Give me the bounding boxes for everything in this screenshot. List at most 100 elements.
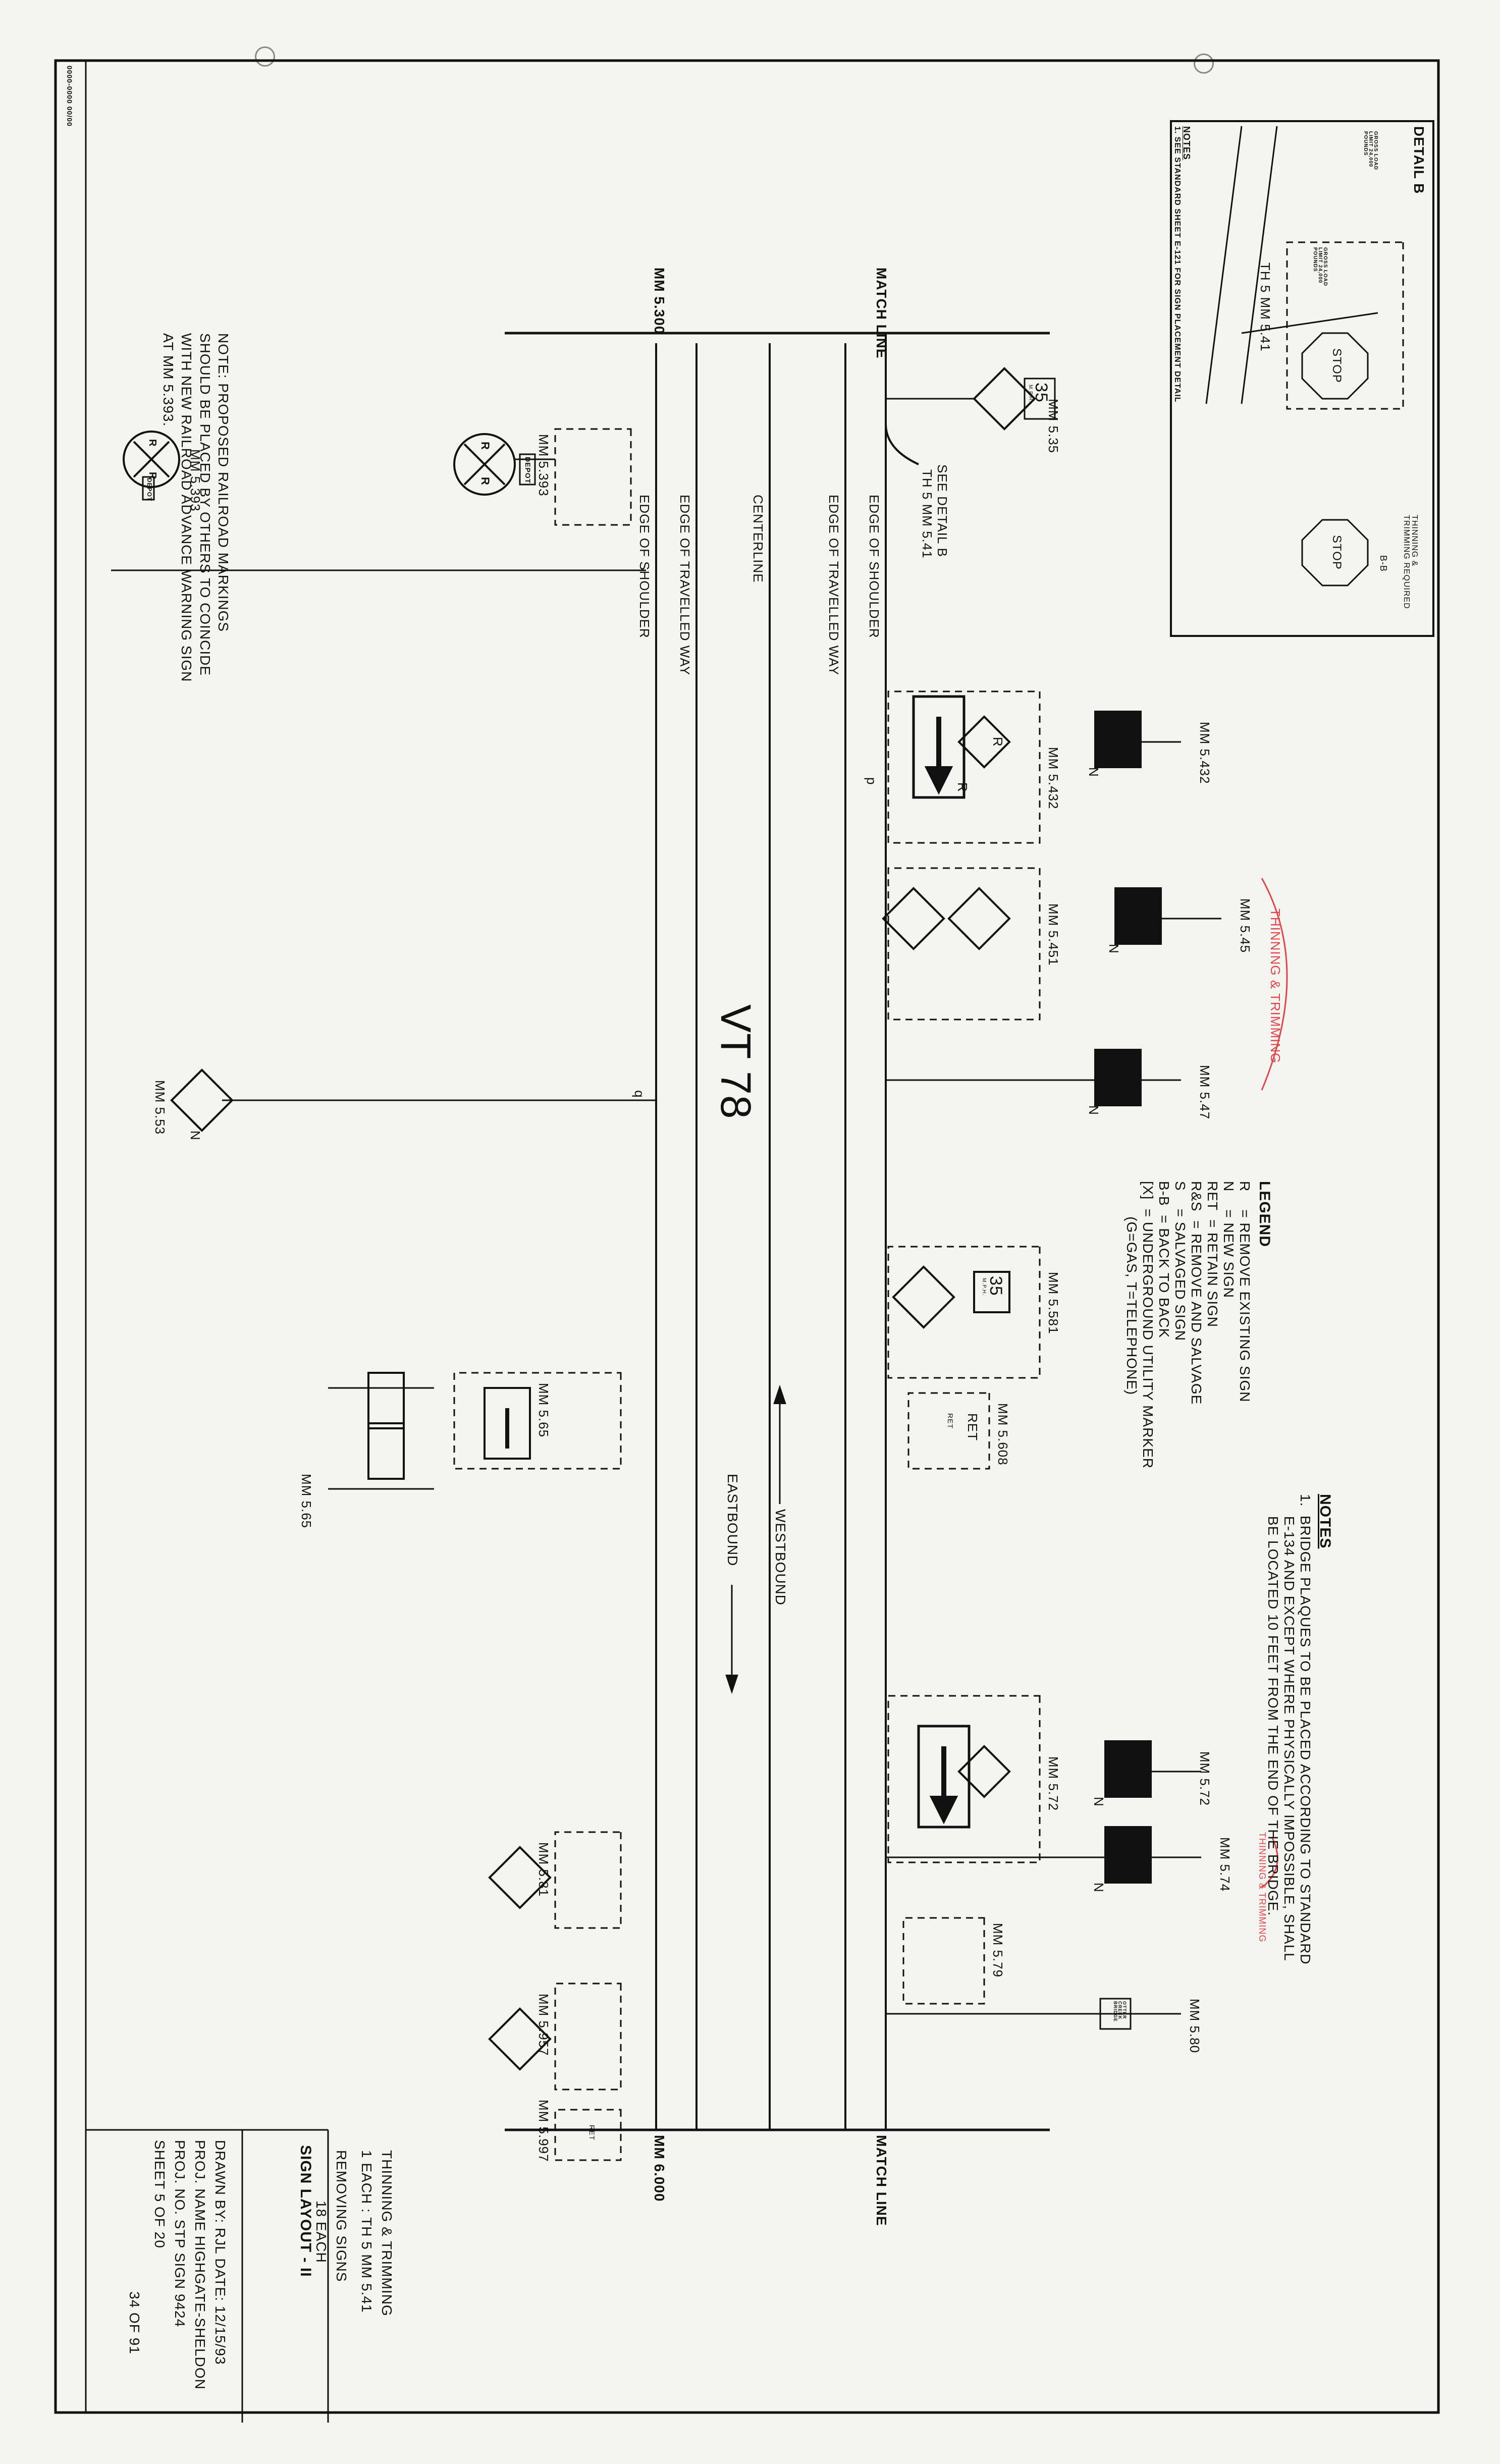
retain-plaque: RET: [588, 2125, 596, 2140]
detail-b-notes-title: NOTES: [1182, 126, 1192, 160]
mm-label-eb: MM 5.72: [1046, 1756, 1061, 1811]
depot-plaque: DEPOT: [524, 457, 532, 484]
code-q: q: [632, 1090, 647, 1098]
title-block-drawn: DRAWN BY: RJL DATE: 12/15/93: [212, 2140, 228, 2365]
mm-start: MM 5.300: [652, 267, 667, 335]
code-new: N: [188, 1131, 203, 1141]
mm-label-wb: MM 5.53: [152, 1080, 168, 1135]
title-block-proj-name: PROJ. NAME HIGHGATE-SHELDON: [192, 2140, 208, 2390]
legend-item: S = SALVAGED SIGN: [1172, 1181, 1188, 1341]
detail-b-thinning: THINNING & TRIMMING REQUIRED: [1402, 515, 1419, 609]
code-new: N: [1086, 1105, 1101, 1115]
mm-label-eb: MM 5.80: [1187, 1999, 1202, 2054]
thinning-annotation: THINNING & TRIMMING: [1268, 908, 1283, 1064]
westbound-label: WESTBOUND: [773, 1509, 788, 1605]
title-block-sheet: SHEET 5 OF 20: [152, 2140, 168, 2248]
retain-plaque: RET: [946, 1413, 954, 1429]
notes: NOTES 1. BRIDGE PLAQUES TO BE PLACED ACC…: [1265, 1494, 1333, 1965]
code-back-to-back: B-B: [1378, 555, 1388, 572]
speed-limit-mph: M.P.H.: [1028, 385, 1033, 403]
mm-label-wb: MM 5.393: [188, 449, 203, 512]
removing-summary-value: 18 EACH: [313, 2201, 329, 2263]
code-new: N: [1091, 1797, 1106, 1807]
depot-plaque: DEPOT: [146, 478, 153, 502]
mm-label-wb: MM 5.65: [299, 1474, 314, 1529]
thinning-summary-title: THINNING & TRIMMING: [379, 2150, 395, 2317]
title-block-proj-no: PROJ. NO. STP SIGN 9424: [172, 2140, 188, 2328]
load-limit-sign: GROSS LOAD LIMIT 24,000 POUNDS: [1312, 247, 1328, 287]
code-retain: RET: [965, 1413, 980, 1441]
mm-label-wb: MM 5.393: [536, 434, 551, 497]
mm-label-eb: MM 5.432: [1197, 722, 1212, 784]
punch-hole: [1194, 53, 1214, 74]
mm-label-wb: MM 5.957: [536, 1994, 551, 2056]
stop-sign-text: STOP: [1330, 535, 1344, 570]
code-new: N: [1086, 767, 1101, 777]
match-line-end: MATCH LINE: [874, 2135, 889, 2226]
mm-label-eb: MM 5.451: [1046, 903, 1061, 966]
legend-item: N = NEW SIGN: [1221, 1181, 1237, 1299]
mm-label-wb: MM 5.81: [536, 1842, 551, 1897]
detail-b-road-label: TH 5 MM 5.41: [1258, 262, 1273, 352]
edge-of-shoulder-eb: EDGE OF SHOULDER: [867, 495, 882, 638]
speed-limit-sign: 35: [1032, 383, 1051, 403]
mm-label-eb: MM 5.45: [1238, 898, 1253, 953]
rr-crossbuck-r: R: [147, 439, 158, 447]
removing-summary-title: REMOVING SIGNS: [334, 2150, 349, 2282]
route-label: VT 78: [712, 1004, 760, 1119]
punch-hole: [255, 46, 275, 67]
mm-label-eb: MM 5.72: [1197, 1751, 1212, 1806]
edge-of-travelled-way-eb: EDGE OF TRAVELLED WAY: [826, 495, 841, 676]
match-line-start: MATCH LINE: [874, 267, 889, 359]
see-detail-sub: TH 5 MM 5.41: [920, 469, 935, 559]
notes-line: 1. BRIDGE PLAQUES TO BE PLACED ACCORDING…: [1298, 1494, 1313, 1965]
load-limit-sign: GROSS LOAD LIMIT 24,000 POUNDS: [1363, 131, 1378, 171]
notes-line: BE LOCATED 10 FEET FROM THE END OF THE B…: [1265, 1494, 1281, 1916]
stop-sign-text: STOP: [1330, 348, 1344, 383]
legend-title: LEGEND: [1256, 1181, 1273, 1248]
see-detail-label: SEE DETAIL B: [935, 464, 950, 557]
mm-label-wb: MM 5.997: [536, 2100, 551, 2162]
code-p: p: [864, 777, 879, 785]
mm-label-eb: MM 5.47: [1197, 1065, 1212, 1120]
thinning-summary-value: 1 EACH : TH 5 MM 5.41: [359, 2150, 374, 2313]
mm-label-eb: MM 5.608: [995, 1403, 1010, 1466]
rr-crossbuck-r: R: [479, 442, 492, 450]
mm-label-eb: MM 5.432: [1046, 747, 1061, 810]
code-new: N: [1091, 1883, 1106, 1893]
legend-item: B-B = BACK TO BACK: [1156, 1181, 1172, 1338]
corner-stamp: 0000-0000 00/00: [66, 66, 74, 127]
code-new: N: [1106, 944, 1121, 954]
eastbound-label: EASTBOUND: [725, 1474, 740, 1567]
rr-crossbuck-r: R: [479, 477, 492, 486]
detail-b-note: 1. SEE STANDARD SHEET E-121 FOR SIGN PLA…: [1173, 126, 1182, 403]
mm-label-eb: MM 5.35: [1046, 399, 1061, 454]
detail-b-title: DETAIL B: [1411, 126, 1427, 194]
edge-of-shoulder-wb: EDGE OF SHOULDER: [637, 495, 652, 638]
centerline: CENTERLINE: [751, 495, 766, 583]
title-block-title: SIGN LAYOUT - II: [297, 2145, 314, 2277]
code-remove: R: [990, 737, 1005, 747]
drawing-linework: [54, 59, 1440, 2423]
mm-label-eb: MM 5.79: [990, 1923, 1005, 1978]
mm-label-wb: MM 5.65: [536, 1383, 551, 1438]
rotated-drawing: 0000-0000 00/00 NOTE: PROPOSED RAILROAD …: [40, 50, 1454, 2423]
mm-label-eb: MM 5.581: [1046, 1272, 1061, 1334]
speed-limit-sign: 35: [986, 1276, 1005, 1296]
bridge-plaque: OTTER CREEK BRIDGE: [1113, 2001, 1127, 2022]
speed-limit-mph: M.P.H.: [981, 1278, 987, 1296]
notes-line: E-134 AND EXCEPT WHERE PHYSICALLY IMPOSS…: [1281, 1494, 1297, 1961]
code-remove: R: [955, 782, 970, 792]
legend: LEGEND R = REMOVE EXISTING SIGN N = NEW …: [1124, 1181, 1273, 1469]
edge-of-travelled-way-wb: EDGE OF TRAVELLED WAY: [677, 495, 692, 676]
mm-label-eb: MM 5.74: [1217, 1837, 1233, 1892]
legend-item: (G=GAS, T=TELEPHONE): [1124, 1181, 1140, 1396]
legend-item: [X] = UNDERGROUND UTILITY MARKER: [1140, 1181, 1156, 1469]
legend-item: RET = RETAIN SIGN: [1205, 1181, 1220, 1328]
notes-title: NOTES: [1317, 1494, 1333, 1549]
legend-item: R&S = REMOVE AND SALVAGE: [1189, 1181, 1204, 1405]
mm-end: MM 6.000: [652, 2135, 667, 2202]
title-block-page: 34 OF 91: [127, 2291, 142, 2354]
rr-crossbuck-r: R: [147, 472, 158, 480]
